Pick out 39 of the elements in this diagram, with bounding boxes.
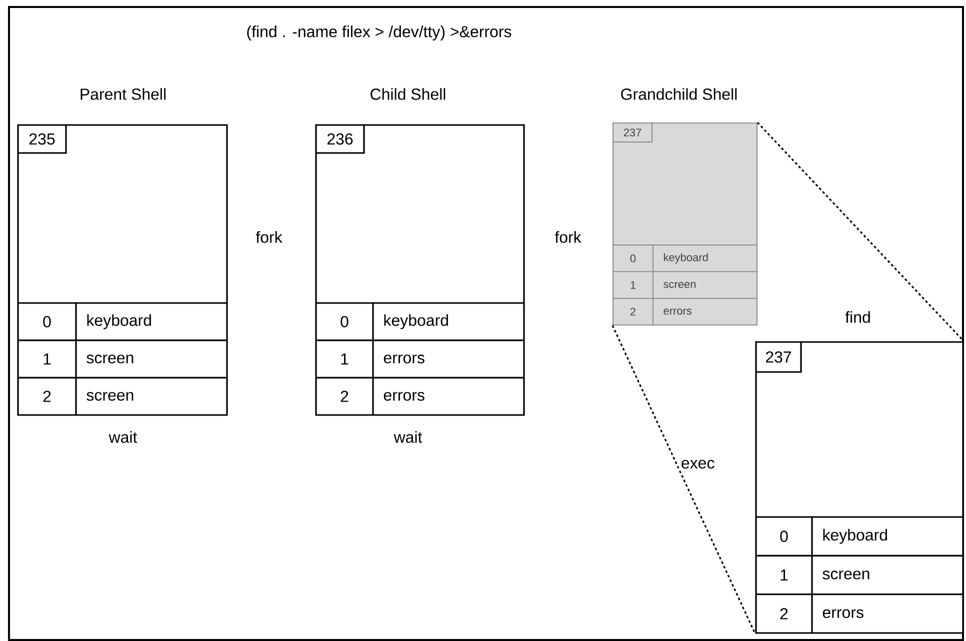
fd-number: 1 xyxy=(341,354,348,364)
fd-number: 2 xyxy=(630,308,636,316)
edge-label: exec xyxy=(682,460,714,469)
process-title: find xyxy=(845,311,870,323)
fd-number: 1 xyxy=(44,354,51,364)
fd-target: keyboard xyxy=(87,314,151,330)
fd-target: screen xyxy=(86,392,134,401)
fd-number: 0 xyxy=(630,254,636,262)
dotted-line xyxy=(612,325,756,634)
fork-label: fork xyxy=(256,231,282,243)
fd-target: keyboard xyxy=(823,528,887,544)
pid-label: 235 xyxy=(18,125,67,154)
pid-label: 237 xyxy=(756,342,802,373)
command-title: (find . -name filex > /dev/tty) >&errors xyxy=(247,26,512,40)
fd-target: errors xyxy=(664,308,692,315)
fd-number: 2 xyxy=(43,390,51,402)
pid-label: 236 xyxy=(316,125,365,154)
fd-target: errors xyxy=(384,392,424,401)
pid-label: 237 xyxy=(612,122,652,142)
fd-target: errors xyxy=(822,609,864,618)
status-label: wait xyxy=(394,431,422,443)
process-title: Child Shell xyxy=(370,88,446,100)
fd-number: 0 xyxy=(43,316,51,328)
fd-target: screen xyxy=(822,570,870,580)
fd-target: screen xyxy=(664,282,696,288)
status-label: wait xyxy=(108,431,138,443)
process-title: Grandchild Shell xyxy=(621,88,737,100)
fd-target: errors xyxy=(384,354,424,364)
fd-target: screen xyxy=(86,354,134,364)
fd-number: 0 xyxy=(780,530,788,542)
fd-target: keyboard xyxy=(384,314,448,330)
process-title: Parent Shell xyxy=(80,88,166,100)
fd-number: 1 xyxy=(630,281,636,289)
fd-number: 2 xyxy=(780,608,788,620)
fd-number: 0 xyxy=(340,316,348,328)
fork-label: fork xyxy=(554,231,582,243)
fd-number: 1 xyxy=(780,570,788,581)
fd-number: 2 xyxy=(340,390,348,402)
fd-target: keyboard xyxy=(664,253,708,264)
